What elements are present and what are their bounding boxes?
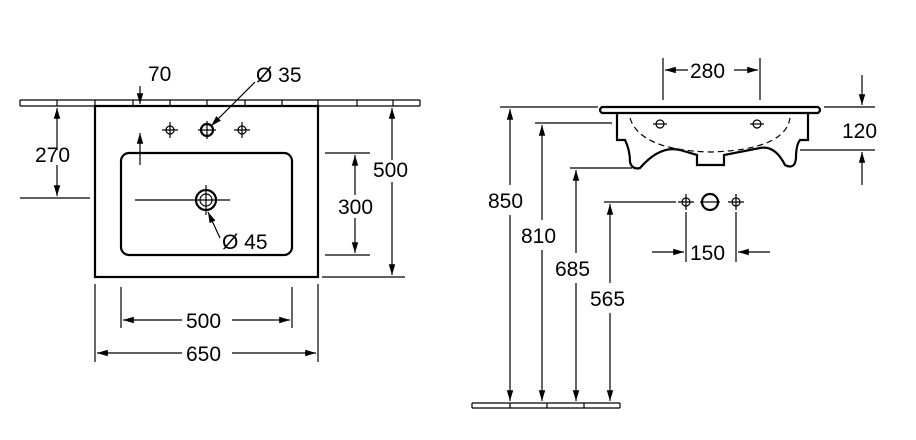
tap-hole-right-icon (234, 122, 250, 138)
side-view: 280 120 850 810 685 565 150 (471, 58, 877, 409)
floor-tiles (471, 402, 621, 409)
tap-holes (162, 121, 250, 139)
tap-hole-left-icon (162, 122, 178, 138)
dim-supply-spacing: 150 (690, 242, 725, 265)
drain-icon (135, 185, 230, 215)
basin-outline (93, 104, 320, 279)
supply-hole-right-icon (728, 194, 744, 210)
supply-hole-left-icon (678, 194, 694, 210)
supply-hole-center-icon (700, 192, 720, 212)
overflow-hole-right-icon (750, 119, 764, 129)
countertop-tiles (19, 99, 421, 107)
dim-tap-spacing: 280 (690, 60, 725, 83)
bowl-outline (119, 151, 294, 257)
overflow-hole-left-icon (653, 119, 667, 129)
dim-depth-to-drain: 270 (35, 144, 70, 167)
top-view: 70 Ø 35 270 300 500 Ø 45 500 650 (19, 63, 421, 366)
dim-bowl-depth: 300 (338, 196, 373, 219)
dim-tap-offset: 70 (148, 63, 171, 86)
dim-height-top: 850 (488, 190, 523, 213)
dim-tap-hole: Ø 35 (256, 64, 302, 87)
dim-basin-height: 120 (842, 120, 877, 143)
dim-bowl-width: 500 (186, 310, 221, 333)
dim-height-rim: 810 (521, 225, 556, 248)
dim-total-depth: 500 (373, 159, 408, 182)
basin-body (615, 113, 810, 170)
dim-drain-hole: Ø 45 (222, 231, 268, 254)
dim-height-drain: 685 (555, 258, 590, 281)
tap-hole-center-icon (198, 121, 216, 139)
dim-total-width: 650 (186, 343, 221, 366)
dim-height-supply: 565 (590, 288, 625, 311)
basin-rim (598, 105, 822, 115)
